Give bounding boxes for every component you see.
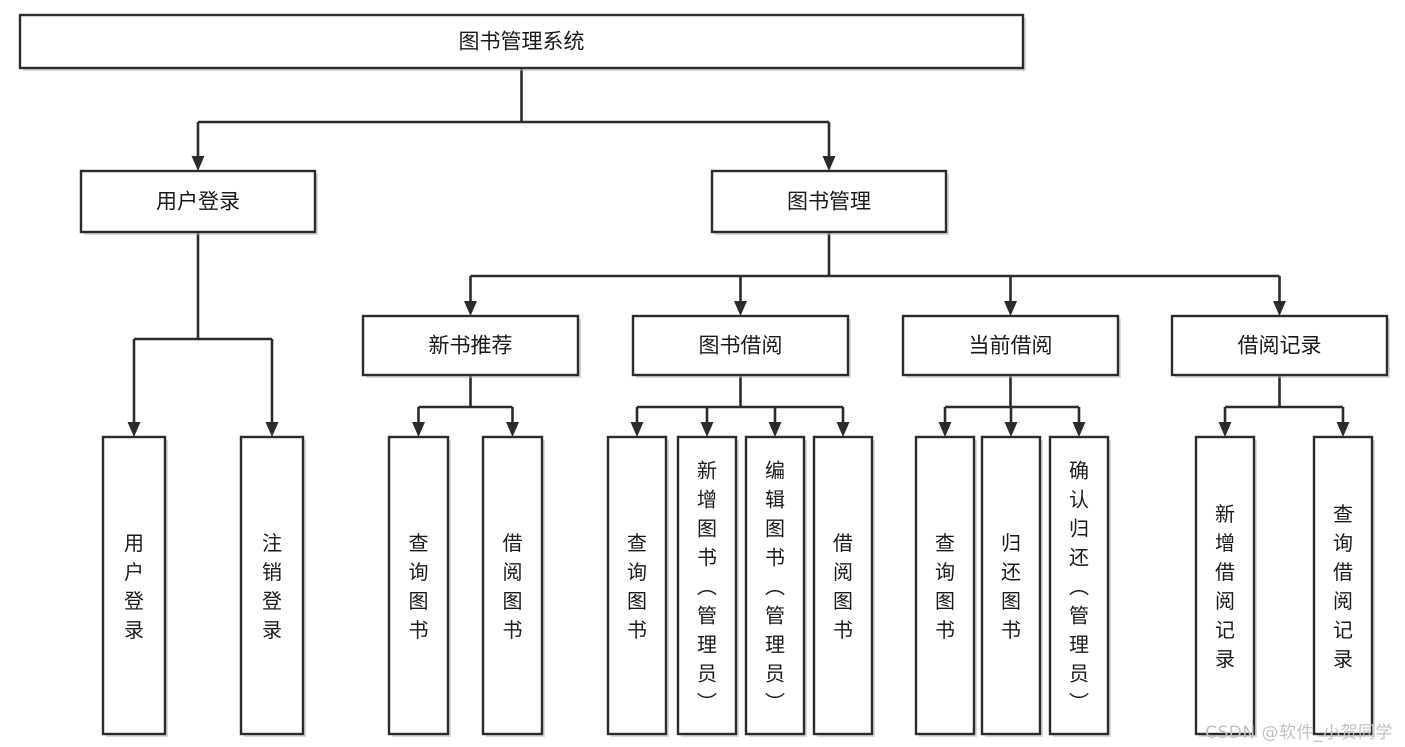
connector-layer [127,68,1350,437]
arrow-head-icon [1072,422,1086,437]
node-leaf-add-record[interactable]: 新增借阅记录 [1194,435,1257,737]
node-rect[interactable] [239,435,305,736]
arrow-head-icon [506,422,519,437]
arrow-head-icon [768,422,782,437]
node-rect[interactable] [901,314,1120,377]
node-rect[interactable] [1194,435,1256,736]
node-book-manage[interactable]: 图书管理 [710,169,949,235]
arrow-head-icon [1273,301,1286,316]
node-rect[interactable] [101,435,167,736]
node-leaf-add-book[interactable]: 新增图书︵管理员︶ [676,435,739,737]
node-label: 编辑图书︵管理员︶ [765,459,785,715]
node-label: 借阅记录 [1238,334,1322,358]
node-leaf-user-login[interactable]: 用户登录 [101,435,168,737]
connector-group-new-book-rec [412,375,519,437]
watermark-label: CSDN @软件_小贺同学 [1205,723,1393,743]
node-label: 图书管理系统 [459,30,585,54]
node-rect[interactable] [812,435,874,736]
connector-group-borrow-record [1218,375,1350,437]
node-leaf-query-record[interactable]: 查询借阅记录 [1312,435,1375,737]
node-leaf-confirm-return[interactable]: 确认归还︵管理员︶ [1048,435,1111,737]
node-label: 查询图书 [627,531,647,642]
node-current-borrow[interactable]: 当前借阅 [901,314,1121,378]
node-label: 用户登录 [156,190,240,214]
node-label: 注销登录 [262,531,282,642]
node-label: 借阅图书 [503,531,523,642]
node-rect[interactable] [710,169,948,234]
node-rect[interactable] [980,435,1042,736]
node-label: 用户登录 [124,531,144,642]
node-leaf-return-book[interactable]: 归还图书 [980,435,1043,737]
node-new-book-rec[interactable]: 新书推荐 [361,314,581,378]
arrow-head-icon [1336,422,1350,437]
arrow-head-icon [464,301,477,316]
node-label: 确认归还︵管理员︶ [1069,459,1089,715]
connector-group-book-manage [464,232,1286,316]
arrow-head-icon [1004,422,1018,437]
node-rect[interactable] [914,435,976,736]
node-label: 借阅图书 [833,531,853,642]
node-leaf-query-book-3[interactable]: 查询图书 [914,435,977,737]
node-rect[interactable] [79,169,317,234]
node-root[interactable]: 图书管理系统 [18,13,1026,71]
node-label: 归还图书 [1001,531,1021,642]
node-leaf-borrow-book-1[interactable]: 借阅图书 [481,435,545,737]
node-rect[interactable] [631,314,850,377]
arrow-head-icon [836,422,850,437]
node-rect[interactable] [1312,435,1374,736]
node-leaf-query-book-1[interactable]: 查询图书 [387,435,451,737]
arrow-head-icon [265,422,279,437]
node-label: 新增借阅记录 [1215,502,1235,671]
connector-group-root [191,68,836,171]
node-book-borrow[interactable]: 图书借阅 [631,314,851,378]
node-leaf-borrow-book-2[interactable]: 借阅图书 [812,435,875,737]
node-rect[interactable] [361,314,580,377]
arrow-head-icon [191,156,205,171]
arrow-head-icon [938,422,952,437]
arrow-head-icon [630,422,644,437]
node-user-login[interactable]: 用户登录 [79,169,318,235]
node-label: 查询图书 [409,531,429,642]
arrow-head-icon [127,422,141,437]
node-leaf-user-logout[interactable]: 注销登录 [239,435,306,737]
node-leaf-query-book-2[interactable]: 查询图书 [606,435,669,737]
node-label: 当前借阅 [969,334,1053,358]
node-leaf-edit-book[interactable]: 编辑图书︵管理员︶ [744,435,807,737]
connector-group-book-borrow [630,375,850,437]
arrow-head-icon [700,422,714,437]
arrow-head-icon [734,301,747,316]
arrow-head-icon [1218,422,1232,437]
node-rect[interactable] [481,435,544,736]
node-label: 图书管理 [787,190,871,214]
node-borrow-record[interactable]: 借阅记录 [1170,314,1390,378]
node-label: 图书借阅 [699,334,783,358]
node-label: 新书推荐 [429,334,513,358]
arrow-head-icon [1004,301,1017,316]
node-rect[interactable] [18,13,1025,70]
node-rect[interactable] [744,435,806,736]
node-label: 查询图书 [935,531,955,642]
node-rect[interactable] [1048,435,1110,736]
connector-group-user-login [127,232,279,437]
node-rect[interactable] [606,435,668,736]
node-rect[interactable] [1170,314,1389,377]
node-layer: 图书管理系统用户登录图书管理新书推荐图书借阅当前借阅借阅记录用户登录注销登录查询… [18,13,1390,737]
arrow-head-icon [822,156,836,171]
arrow-head-icon [412,422,425,437]
node-rect[interactable] [387,435,450,736]
node-label: 新增图书︵管理员︶ [697,459,717,715]
connector-group-current-borrow [938,375,1086,437]
node-label: 查询借阅记录 [1333,502,1353,671]
node-rect[interactable] [676,435,738,736]
